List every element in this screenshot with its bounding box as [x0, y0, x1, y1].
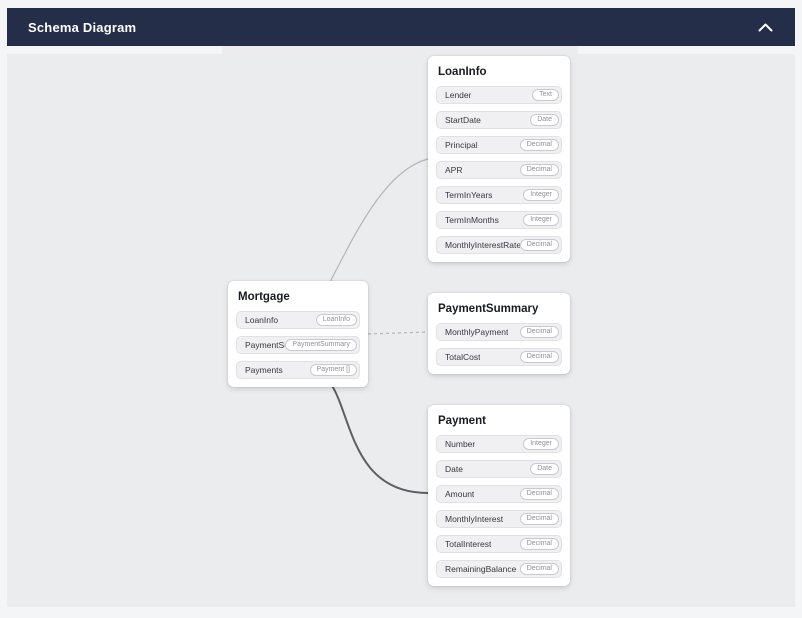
node-mortgage[interactable]: MortgageLoanInfoLoanInfoPaymentSummaryPa…: [228, 281, 368, 387]
node-title: Payment: [438, 415, 486, 427]
field-row: Amount Decimal: [436, 485, 562, 503]
panel-title: Schema Diagram: [28, 19, 137, 35]
cutoff-node-bottom: [222, 46, 578, 54]
field-type-badge: PaymentSummary: [285, 338, 357, 352]
field-row: TotalCost Decimal: [436, 348, 562, 366]
field-name: TotalInterest: [445, 539, 492, 549]
field-type-badge: Integer: [523, 213, 559, 227]
edge-mortgage-paymentsummary: [367, 331, 429, 335]
field-row: PaymentSummaryPaymentSummary: [236, 336, 360, 354]
field-name: MonthlyPayment: [445, 327, 509, 337]
chevron-up-icon[interactable]: [758, 23, 773, 32]
field-name: APR: [445, 165, 463, 175]
field-type-badge: Decimal: [519, 350, 559, 364]
field-type-badge: Decimal: [519, 537, 559, 551]
field-row: LoanInfo LoanInfo: [236, 311, 360, 329]
field-row: MonthlyPayment Decimal: [436, 323, 562, 341]
field-type-badge: Decimal: [519, 238, 559, 252]
field-type-badge: Payment []: [309, 363, 357, 377]
field-type-badge: Integer: [523, 437, 559, 451]
node-title: Mortgage: [238, 291, 290, 303]
field-name: Date: [445, 464, 463, 474]
field-name: RemainingBalance: [445, 564, 517, 574]
field-type-badge: Date: [530, 113, 559, 127]
field-name: Amount: [445, 489, 475, 499]
field-type-badge: Text: [532, 88, 559, 102]
field-name: Principal: [445, 140, 478, 150]
field-type-badge: Decimal: [519, 325, 559, 339]
edge-mortgage-loaninfo: [329, 158, 429, 283]
edge-mortgage-payment: [330, 383, 429, 494]
field-row: TermInYears Integer: [436, 186, 562, 204]
field-type-badge: Decimal: [519, 562, 559, 576]
node-title: LoanInfo: [438, 66, 487, 78]
field-name: Lender: [445, 90, 472, 100]
field-row: Date Date: [436, 460, 562, 478]
field-name: StartDate: [445, 115, 481, 125]
panel-header[interactable]: Schema Diagram: [7, 8, 795, 46]
field-name: PaymentSummary: [245, 340, 285, 350]
field-name: TermInYears: [445, 190, 493, 200]
field-row: StartDate Date: [436, 111, 562, 129]
field-type-badge: Decimal: [519, 487, 559, 501]
connection-lines: [329, 158, 429, 494]
field-row: TotalInterest Decimal: [436, 535, 562, 553]
field-name: Number: [445, 439, 476, 449]
field-type-badge: LoanInfo: [315, 313, 357, 327]
field-row: Payments Payment []: [236, 361, 360, 379]
field-row: TermInMonths Integer: [436, 211, 562, 229]
field-row: Principal Decimal: [436, 136, 562, 154]
field-row: MonthlyInterest Decimal: [436, 510, 562, 528]
field-name: Payments: [245, 365, 283, 375]
field-row: Lender Text: [436, 86, 562, 104]
field-type-badge: Decimal: [519, 138, 559, 152]
field-name: TotalCost: [445, 352, 481, 362]
field-row: Number Integer: [436, 435, 562, 453]
field-name: LoanInfo: [245, 315, 279, 325]
field-name: TermInMonths: [445, 215, 499, 225]
field-type-badge: Date: [530, 462, 559, 476]
node-title: PaymentSummary: [438, 303, 539, 315]
field-name: MonthlyInterestRate: [445, 240, 520, 250]
field-type-badge: Decimal: [519, 163, 559, 177]
field-row: APR Decimal: [436, 161, 562, 179]
field-type-badge: Decimal: [519, 512, 559, 526]
field-type-badge: Integer: [523, 188, 559, 202]
field-name: MonthlyInterest: [445, 514, 504, 524]
